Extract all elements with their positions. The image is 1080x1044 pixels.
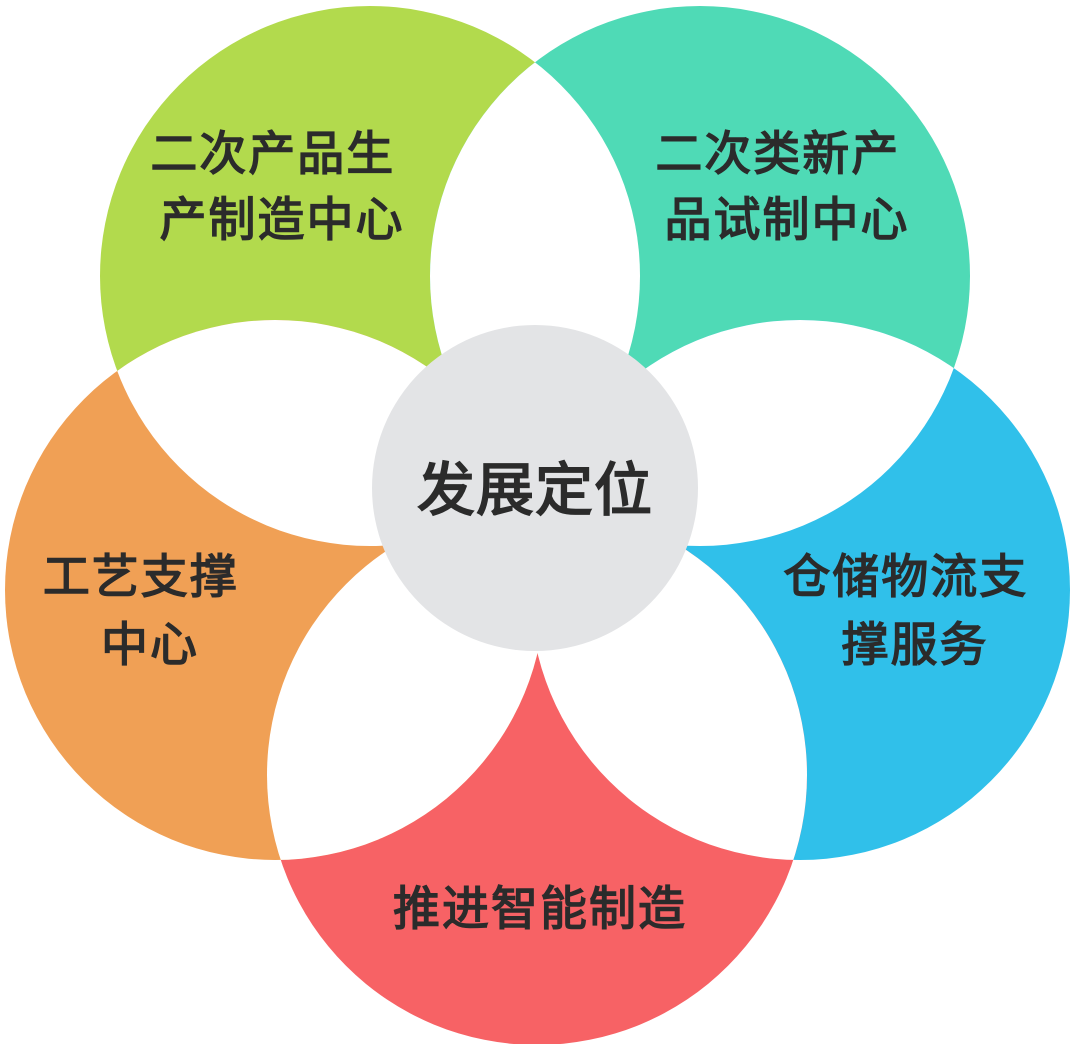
center-label: 发展定位 [417, 456, 653, 524]
petal-label-bottom: 推进智能制造 [393, 882, 687, 937]
petal-label-top-right-line-1: 二次类新产 [655, 127, 900, 182]
petal-label-top-left-line-1: 二次产品生 [150, 127, 395, 182]
petal-label-top-right-line-2: 品试制中心 [665, 193, 910, 248]
petal-label-top-right: 二次类新产 品试制中心 [655, 127, 918, 248]
petal-label-left-line-2: 中心 [101, 618, 199, 673]
petal-label-right-line-2: 撑服务 [842, 618, 989, 673]
labels-layer: 二次产品生 产制造中心 二次类新产 品试制中心 仓储物流支 撑服务 推进智能制造… [43, 127, 1046, 937]
petal-label-bottom-line-1: 推进智能制造 [393, 882, 687, 937]
center-circle [372, 325, 698, 651]
petal-label-left-line-1: 工艺支撑 [43, 550, 239, 605]
petal-label-right-line-1: 仓储物流支 [783, 550, 1028, 605]
petal-label-top-left: 二次产品生 产制造中心 [150, 127, 413, 248]
petal-label-left: 工艺支撑 中心 [43, 550, 257, 673]
petal-label-top-left-line-2: 产制造中心 [160, 193, 405, 248]
petal-label-right: 仓储物流支 撑服务 [783, 550, 1046, 673]
